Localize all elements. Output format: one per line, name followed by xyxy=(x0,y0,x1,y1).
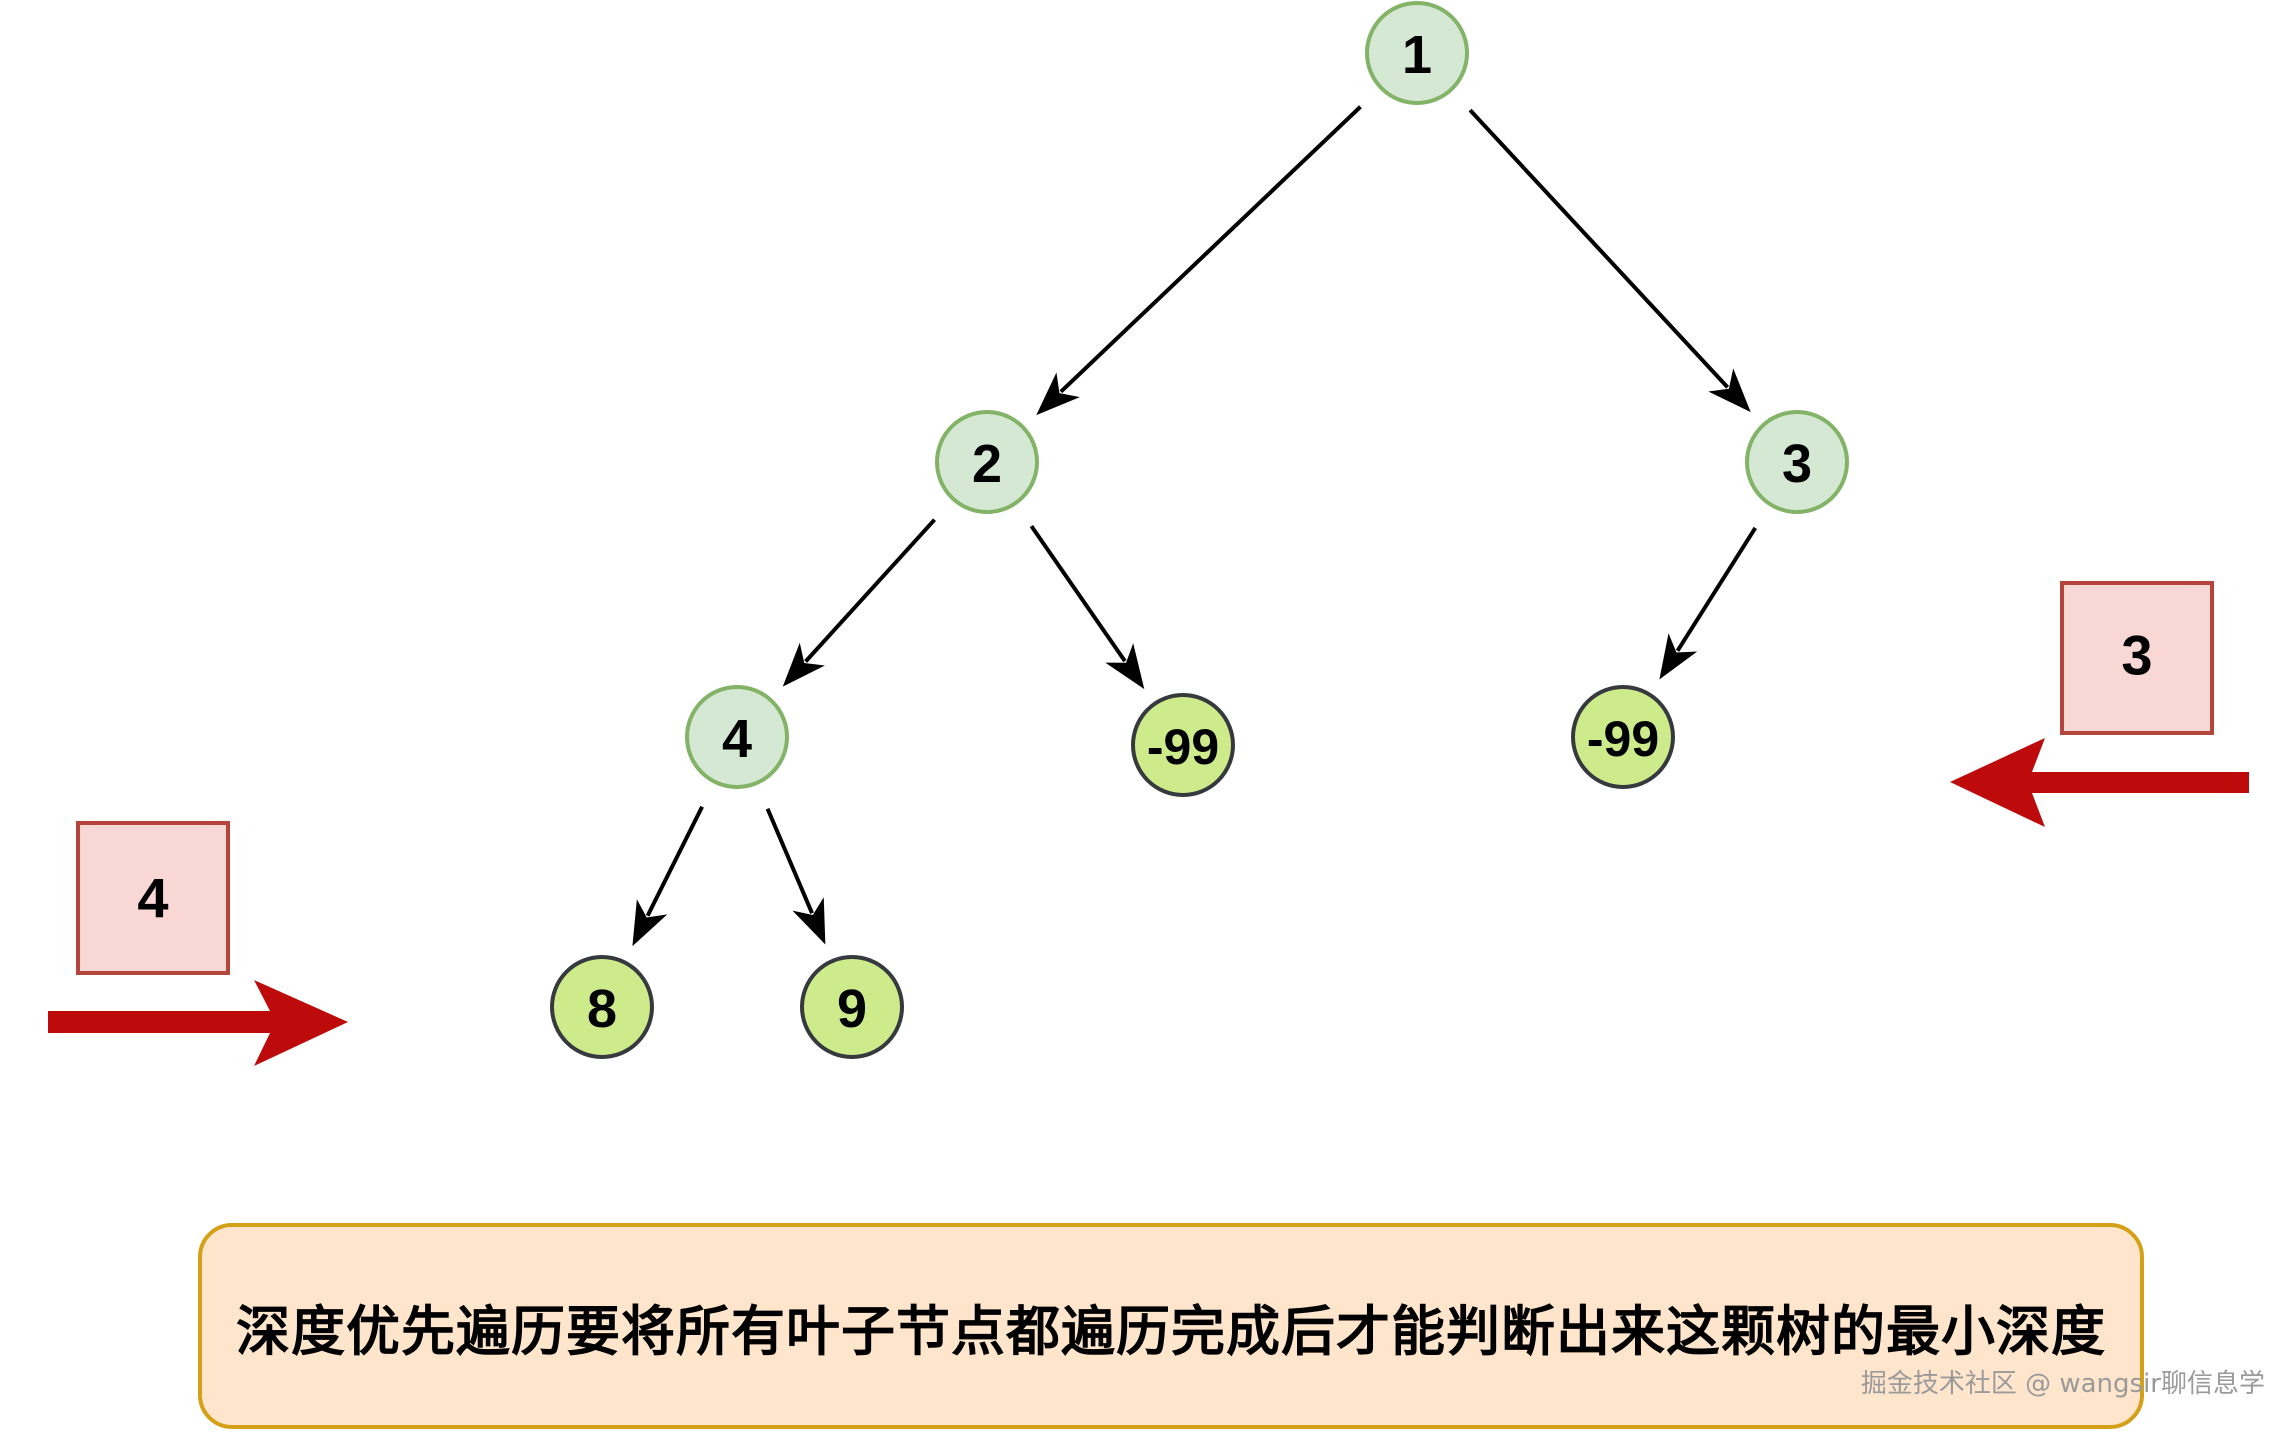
tree-node-n2: 2 xyxy=(935,410,1039,514)
tree-node-n3: 3 xyxy=(1745,410,1849,514)
left-depth-label: 4 xyxy=(137,867,168,930)
watermark: 掘金技术社区 @ wangsir聊信息学 xyxy=(1860,1369,2265,1399)
arrowhead-n4-n9 xyxy=(792,897,826,945)
node-circle-n9 xyxy=(800,955,904,1059)
tree-node-n99a: -99 xyxy=(1131,693,1235,797)
node-label-n3: 3 xyxy=(1782,434,1812,494)
edge-line-n3-n99b xyxy=(1675,526,1757,652)
node-label-n1: 1 xyxy=(1402,25,1432,85)
node-circle-n1 xyxy=(1365,1,1469,105)
right-depth-label: 3 xyxy=(2121,624,2152,687)
arrowhead-n1-n2 xyxy=(1036,372,1080,416)
tree-node-n1: 1 xyxy=(1365,1,1469,105)
node-circle-n3 xyxy=(1745,410,1849,514)
edge-line-n2-n99a xyxy=(1029,524,1127,663)
node-circle-n99a xyxy=(1131,693,1235,797)
tree-node-n99b: -99 xyxy=(1571,685,1675,789)
node-label-n9: 9 xyxy=(837,979,867,1039)
arrowhead-n1-n3 xyxy=(1708,368,1751,413)
node-circle-n8 xyxy=(550,955,654,1059)
tree-node-n4: 4 xyxy=(685,685,789,789)
explanation-note: 深度优先遍历要将所有叶子节点都遍历完成后才能判断出来这颗树的最小深度 xyxy=(198,1223,2144,1429)
edge-line-n4-n8 xyxy=(645,805,704,917)
arrowhead-n4-n8 xyxy=(632,899,668,947)
explanation-text: 深度优先遍历要将所有叶子节点都遍历完成后才能判断出来这颗树的最小深度 xyxy=(236,1299,2106,1363)
node-label-n2: 2 xyxy=(972,434,1002,494)
node-circle-n4 xyxy=(685,685,789,789)
arrowhead-n2-n99a xyxy=(1105,643,1145,690)
left-red-arrow-right xyxy=(48,980,348,1066)
node-label-n4: 4 xyxy=(722,709,752,769)
node-label-n99a: -99 xyxy=(1147,719,1219,775)
edge-line-n1-n3 xyxy=(1468,108,1730,389)
tree-node-n9: 9 xyxy=(800,955,904,1059)
right-depth-box xyxy=(2060,581,2214,735)
node-circle-n99b xyxy=(1571,685,1675,789)
right-depth-marker: 3 xyxy=(1950,581,2249,827)
tree-edges xyxy=(632,105,1757,947)
edge-line-n4-n9 xyxy=(765,807,814,914)
node-circle-n2 xyxy=(935,410,1039,514)
left-depth-box xyxy=(76,821,230,975)
tree-nodes: 1 2 3 4 -99 -99 8 9 xyxy=(550,1,1849,1059)
tree-node-n8: 8 xyxy=(550,955,654,1059)
arrowhead-n2-n4 xyxy=(782,642,825,687)
node-label-n8: 8 xyxy=(587,979,617,1039)
arrowhead-n3-n99b xyxy=(1659,633,1698,680)
edge-line-n1-n2 xyxy=(1059,105,1362,394)
edge-line-n2-n4 xyxy=(804,518,937,663)
left-depth-marker: 4 xyxy=(48,821,348,1066)
right-red-arrow-left xyxy=(1950,738,2249,827)
node-label-n99b: -99 xyxy=(1587,711,1659,767)
